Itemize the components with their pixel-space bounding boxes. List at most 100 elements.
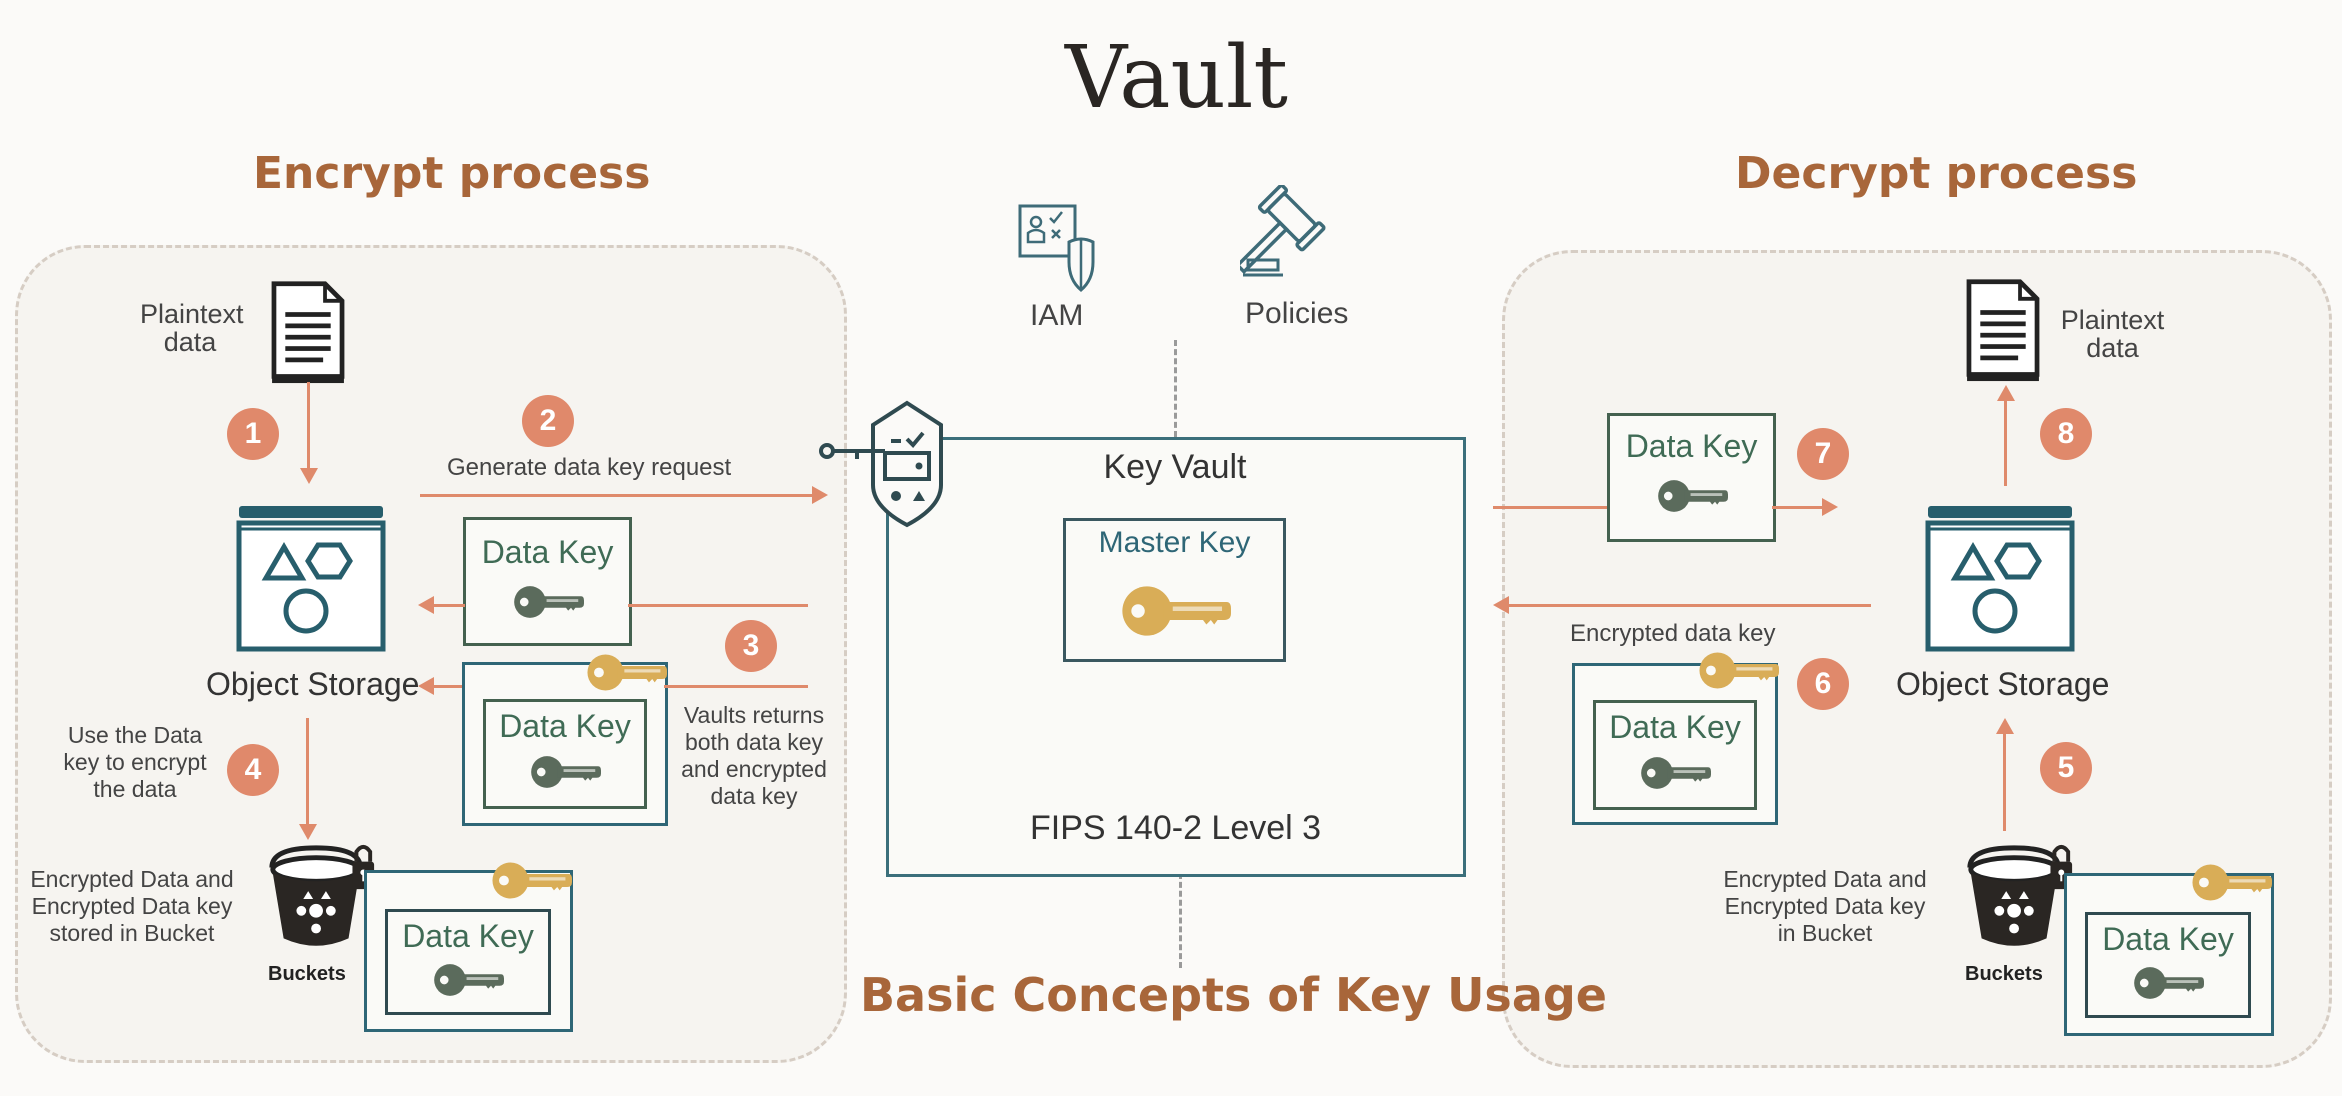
step-badge-5: 5 <box>2040 742 2092 794</box>
arrow-step1 <box>307 382 310 472</box>
iam-label: IAM <box>1030 299 1084 332</box>
master-key-box: Master Key <box>1063 518 1286 662</box>
object-storage-label: Object Storage <box>1896 666 2110 702</box>
label-line: data key <box>710 783 798 809</box>
bucket-data-key-box: Data Key <box>2064 873 2274 1036</box>
step-badge-8: 8 <box>2040 408 2092 460</box>
bucket-icon <box>262 840 380 958</box>
master-key-icon <box>1697 650 1779 691</box>
inner-data-key-box: Data Key <box>483 699 647 809</box>
step-badge-4: 4 <box>227 744 279 796</box>
arrow-step2 <box>420 494 815 497</box>
arrow-segment <box>430 604 465 607</box>
label-line: stored in Bucket <box>49 920 215 946</box>
arrow-head-up <box>1996 718 2014 734</box>
label-line: Vaults returns <box>683 702 825 728</box>
label-line: in Bucket <box>1777 920 1873 946</box>
data-key-label: Data Key <box>2102 921 2234 957</box>
master-key-icon <box>585 652 667 693</box>
step-badge-6: 6 <box>1797 658 1849 710</box>
connector-dashed-bottom <box>1179 873 1182 968</box>
encrypted-data-key-box: Data Key <box>462 662 668 826</box>
data-key-box: Data Key <box>1607 413 1776 542</box>
policies-gavel-icon <box>1240 185 1326 277</box>
document-icon <box>1965 278 2041 382</box>
object-storage-label: Object Storage <box>206 666 420 702</box>
plaintext-label-line: Plaintext <box>2060 305 2165 335</box>
arrow-segment <box>1493 506 1607 509</box>
decrypt-process-title: Decrypt process <box>1735 148 2138 199</box>
master-key-icon <box>2190 862 2272 903</box>
arrow-step6 <box>1505 604 1871 607</box>
label-line: Encrypted Data key <box>1724 893 1926 919</box>
generate-request-label: Generate data key request <box>447 454 732 481</box>
arrow-segment <box>628 604 808 607</box>
label-line: Encrypted Data and <box>30 866 234 892</box>
step-badge-7: 7 <box>1797 428 1849 480</box>
label-line: both data key <box>684 729 824 755</box>
arrow-step8 <box>2004 398 2007 486</box>
basic-concepts-title: Basic Concepts of Key Usage <box>860 968 1607 1022</box>
data-key-icon <box>432 962 504 998</box>
data-key-icon <box>1656 478 1728 514</box>
inner-data-key-box: Data Key <box>1593 700 1757 810</box>
master-key-icon <box>490 860 572 901</box>
label-line: key to encrypt <box>63 749 207 775</box>
use-key-label: Use the Data key to encrypt the data <box>50 722 220 803</box>
data-key-icon <box>1639 755 1711 791</box>
label-line: the data <box>93 776 177 802</box>
inner-data-key-box: Data Key <box>385 909 551 1015</box>
plaintext-label-line: data <box>2086 333 2139 363</box>
object-storage-icon <box>236 503 386 653</box>
label-line: Encrypted Data key <box>31 893 233 919</box>
plaintext-label-decrypt: Plaintext data <box>2060 306 2165 362</box>
data-key-label: Data Key <box>481 534 614 570</box>
master-key-label: Master Key <box>1098 526 1251 559</box>
data-key-label: Data Key <box>1625 428 1758 464</box>
connector-dashed-top <box>1174 340 1177 437</box>
arrow-segment <box>1772 506 1826 509</box>
data-key-label: Data Key <box>499 708 631 744</box>
arrow-head-left <box>418 596 434 614</box>
arrow-step5 <box>2003 731 2006 831</box>
encrypt-process-title: Encrypt process <box>253 148 651 199</box>
arrow-segment <box>664 685 808 688</box>
data-key-icon <box>2132 965 2204 1001</box>
plaintext-label-line: data <box>163 327 217 357</box>
vault-returns-label: Vaults returns both data key and encrypt… <box>674 702 834 810</box>
label-line: and encrypted <box>681 756 827 782</box>
master-key-icon <box>1119 583 1231 639</box>
plaintext-label-line: Plaintext <box>140 299 244 329</box>
encrypted-data-key-label: Encrypted data key <box>1570 620 1776 647</box>
step-badge-1: 1 <box>227 408 279 460</box>
arrow-segment <box>430 685 462 688</box>
step-badge-2: 2 <box>522 395 574 447</box>
arrow-head-left <box>1493 596 1509 614</box>
data-key-label: Data Key <box>402 918 534 954</box>
buckets-label: Buckets <box>1965 963 2043 985</box>
arrow-head-down <box>299 824 317 840</box>
page-title: Vault <box>1065 28 1288 128</box>
fips-label: FIPS 140-2 Level 3 <box>1030 809 1322 847</box>
key-vault-label: Key Vault <box>1103 448 1247 486</box>
stored-in-bucket-label: Encrypted Data and Encrypted Data key st… <box>22 866 242 947</box>
label-line: Use the Data <box>67 722 203 748</box>
buckets-label: Buckets <box>268 963 346 985</box>
object-storage-icon <box>1925 503 2075 653</box>
arrow-head-left <box>418 677 434 695</box>
encrypted-data-key-box: Data Key <box>1572 663 1778 825</box>
stored-in-bucket-label: Encrypted Data and Encrypted Data key in… <box>1715 866 1935 947</box>
document-icon <box>270 280 346 384</box>
data-key-box: Data Key <box>463 517 632 646</box>
bucket-icon <box>1960 840 2078 958</box>
vault-shield-icon <box>819 400 943 528</box>
arrow-head-right <box>1822 498 1838 516</box>
data-key-icon <box>529 754 601 790</box>
arrow-head-up <box>1997 385 2015 401</box>
bucket-data-key-box: Data Key <box>364 870 573 1032</box>
arrow-step4 <box>306 718 309 828</box>
data-key-icon <box>512 584 584 620</box>
inner-data-key-box: Data Key <box>2085 912 2251 1018</box>
label-line: Encrypted Data and <box>1723 866 1927 892</box>
policies-label: Policies <box>1245 297 1349 330</box>
